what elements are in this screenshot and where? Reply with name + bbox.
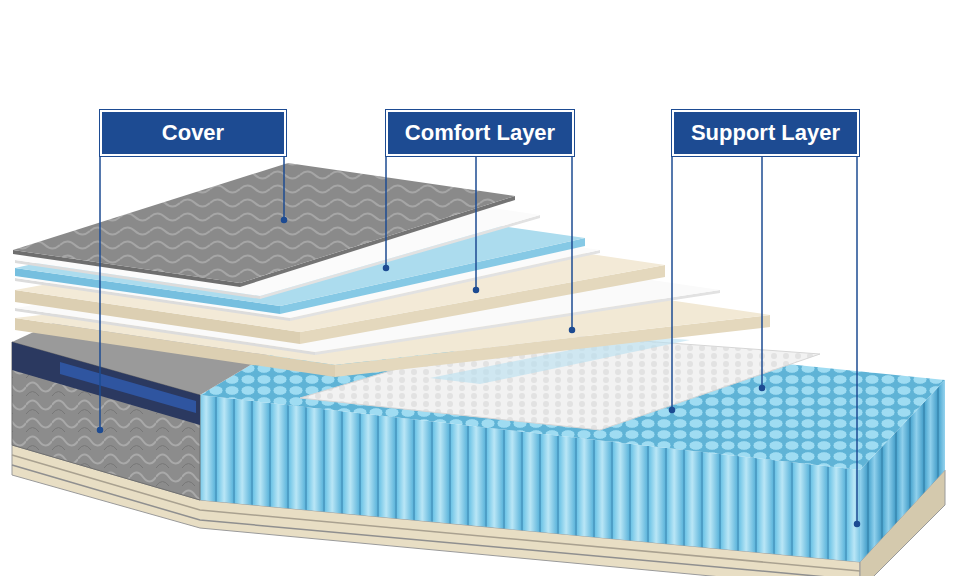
leader-dot bbox=[855, 522, 860, 527]
leader-line bbox=[761, 154, 763, 388]
leader-line bbox=[475, 154, 477, 290]
label-box: Comfort Layer bbox=[386, 110, 574, 156]
leader-line bbox=[856, 154, 858, 524]
leader-line bbox=[671, 154, 673, 410]
leader-dot bbox=[282, 218, 287, 223]
leader-line bbox=[385, 154, 387, 268]
sheet-top bbox=[13, 163, 515, 283]
label-text: Comfort Layer bbox=[405, 121, 555, 145]
leader-dot bbox=[474, 288, 479, 293]
cover-side-panel bbox=[12, 342, 200, 500]
leader-lines bbox=[98, 154, 860, 527]
label-text: Cover bbox=[162, 121, 224, 145]
leader-dot bbox=[670, 408, 675, 413]
leader-dot bbox=[384, 266, 389, 271]
cover-border-label bbox=[60, 362, 196, 413]
label-box: Support Layer bbox=[672, 110, 859, 156]
label-text: Support Layer bbox=[691, 121, 840, 145]
leader-line bbox=[283, 154, 285, 220]
cover-border-band bbox=[12, 342, 200, 425]
label-box: Cover bbox=[100, 110, 286, 156]
leader-dot bbox=[760, 386, 765, 391]
quilted-cover-layer bbox=[13, 163, 515, 287]
leader-dot bbox=[570, 328, 575, 333]
leader-line bbox=[99, 154, 101, 430]
leader-dot bbox=[98, 428, 103, 433]
leader-line bbox=[571, 154, 573, 330]
